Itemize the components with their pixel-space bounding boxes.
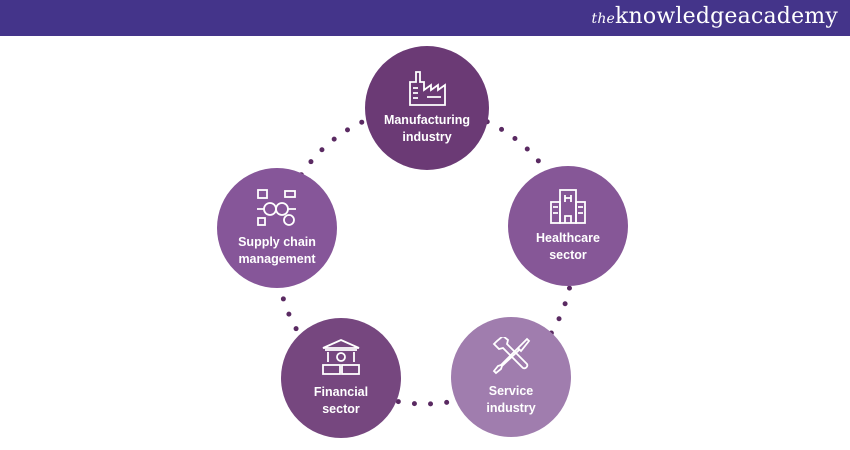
node-label-line1: Service	[488, 384, 534, 398]
node-label-line2: sector	[549, 248, 587, 262]
node-manufacturing: Manufacturing industry	[365, 46, 489, 170]
logo-the: the	[591, 11, 616, 27]
supply-chain-icon	[257, 189, 296, 226]
bank-icon	[322, 339, 360, 375]
brand-logo: theknowledgeacademy	[592, 4, 839, 29]
node-label-line1: Manufacturing	[383, 113, 471, 127]
factory-icon	[409, 71, 446, 106]
node-supply-chain: Supply chain management	[217, 168, 337, 288]
hospital-icon	[550, 189, 586, 224]
node-healthcare: Healthcare sector	[508, 166, 628, 286]
node-service: Service industry	[451, 317, 571, 437]
node-financial: Financial sector	[281, 318, 401, 438]
logo-name: knowledgeacademy	[615, 4, 838, 29]
wrench-screwdriver-icon	[492, 337, 531, 375]
node-label-line2: industry	[402, 130, 452, 144]
node-label-line1: Supply chain	[238, 235, 316, 249]
header-bar: theknowledgeacademy	[0, 0, 850, 36]
node-label-line2: industry	[486, 401, 536, 415]
node-label-line2: management	[238, 252, 316, 266]
node-label-line1: Healthcare	[536, 231, 600, 245]
node-label-line1: Financial	[313, 385, 369, 399]
node-label-line2: sector	[322, 402, 360, 416]
